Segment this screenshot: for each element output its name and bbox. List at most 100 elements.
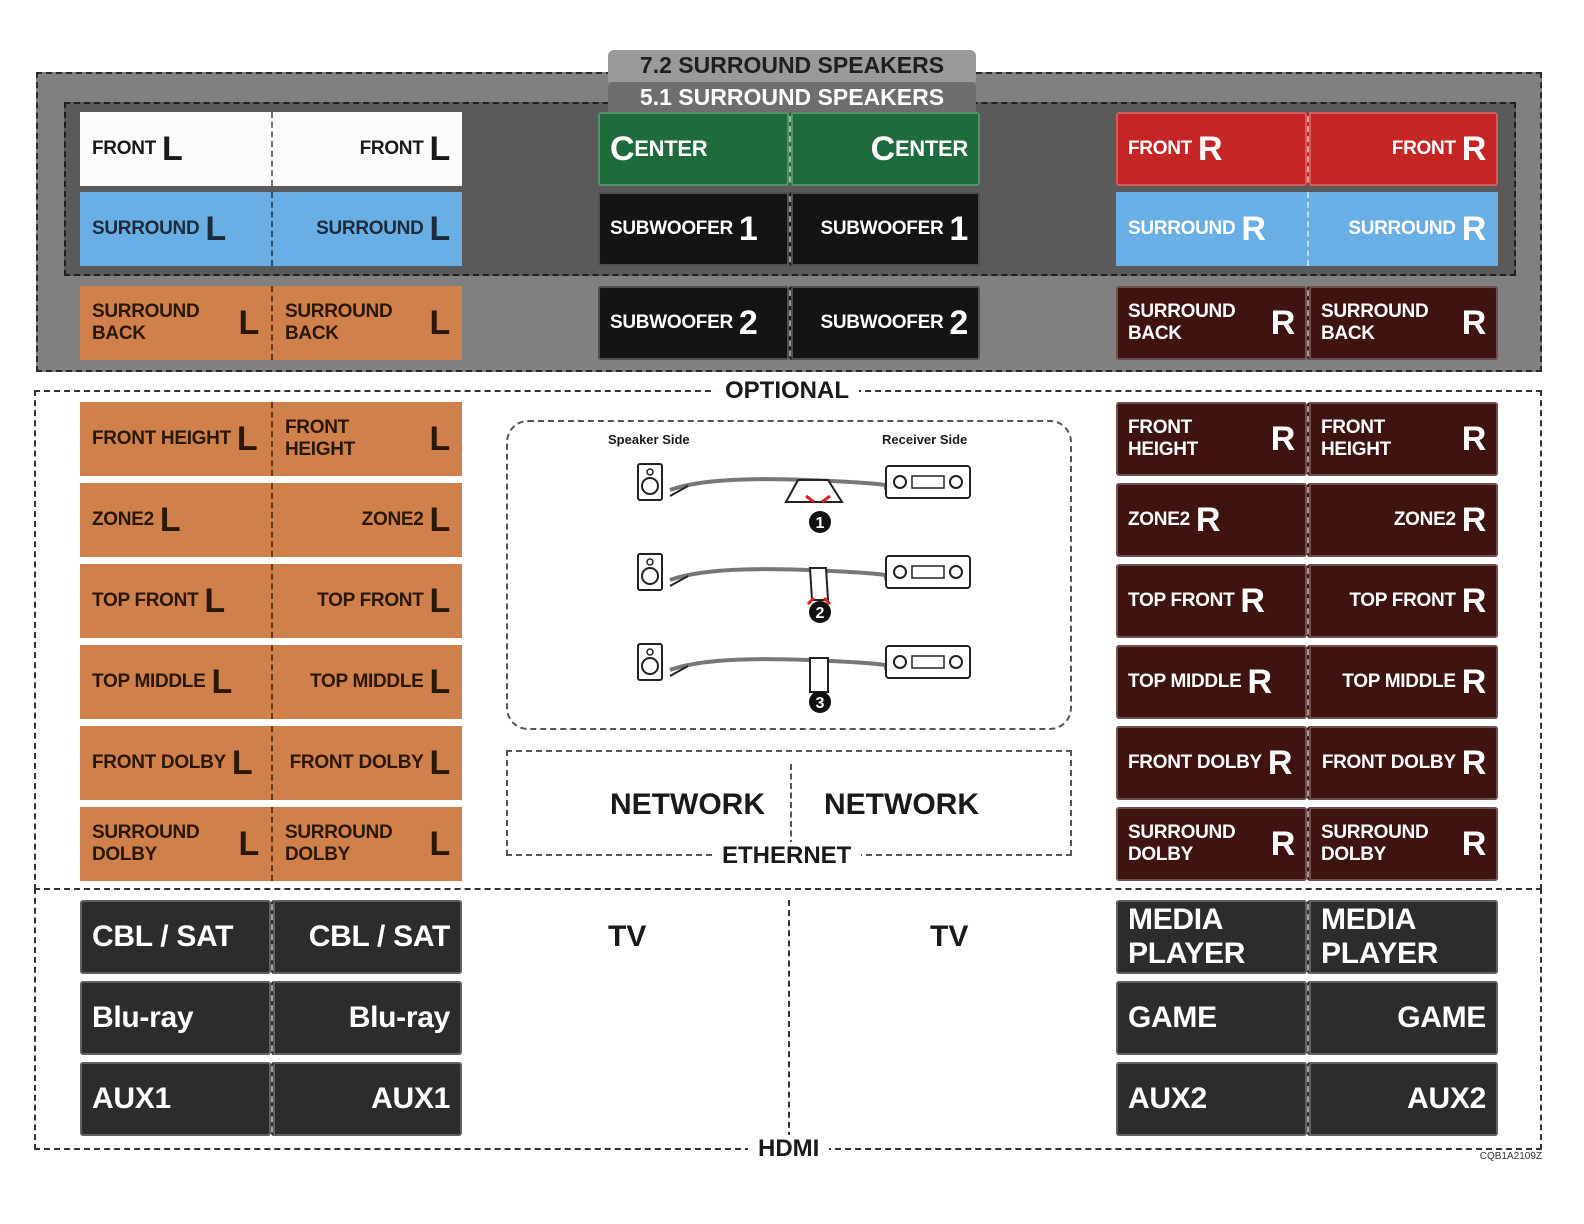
diagram-step: 2 — [637, 553, 971, 623]
hdmi-label: AUX1 — [271, 1062, 462, 1136]
label-network: NETWORK — [824, 788, 979, 821]
cable-end — [669, 665, 689, 677]
step-number: 3 — [816, 695, 825, 712]
speaker-cone — [641, 567, 659, 585]
cable — [669, 567, 891, 582]
hdmi-label: Blu-ray — [80, 981, 271, 1055]
hdmi-label: AUX2 — [1116, 1062, 1307, 1136]
label-tv: TV — [930, 920, 969, 953]
hdmi-label: AUX2 — [1307, 1062, 1498, 1136]
wire-label-done — [809, 657, 829, 693]
diagram-step: 1 — [637, 463, 971, 533]
product-code: CQB1A2109Z — [1479, 1151, 1542, 1162]
cable — [669, 657, 891, 672]
hdmi-label: MEDIA PLAYER — [1116, 900, 1307, 974]
receiver-icon — [885, 555, 971, 589]
tab-5-1-surround: 5.1 SURROUND SPEAKERS — [608, 82, 976, 114]
label-tv: TV — [608, 920, 647, 953]
speaker-side-label: Speaker Side — [608, 432, 690, 447]
wire-label-steps-illustration: 1 2 3 — [637, 463, 971, 713]
cable-end — [669, 485, 689, 497]
ethernet-caption: ETHERNET — [712, 842, 862, 870]
diagram-step: 3 — [637, 643, 971, 713]
wire-label-wrap — [808, 567, 830, 601]
hdmi-label: CBL / SAT — [271, 900, 462, 974]
speaker-tweeter — [646, 648, 654, 656]
speaker-tweeter — [646, 468, 654, 476]
cable — [669, 477, 891, 492]
hdmi-label: AUX1 — [80, 1062, 271, 1136]
tv-divider — [788, 900, 790, 1148]
optional-title: OPTIONAL — [715, 377, 859, 405]
wire-label-open — [784, 479, 844, 503]
receiver-icon — [885, 645, 971, 679]
hdmi-label: CBL / SAT — [80, 900, 271, 974]
tab-7-2-surround: 7.2 SURROUND SPEAKERS — [608, 50, 976, 82]
receiver-side-label: Receiver Side — [882, 432, 968, 447]
hdmi-label: Blu-ray — [271, 981, 462, 1055]
network-divider — [790, 764, 792, 846]
cable-end — [669, 575, 689, 587]
speaker-cone — [641, 657, 659, 675]
label-network: NETWORK — [610, 788, 765, 821]
hdmi-label: GAME — [1307, 981, 1498, 1055]
receiver-icon — [885, 465, 971, 499]
step-number: 1 — [816, 515, 825, 532]
speaker-tweeter — [646, 558, 654, 566]
